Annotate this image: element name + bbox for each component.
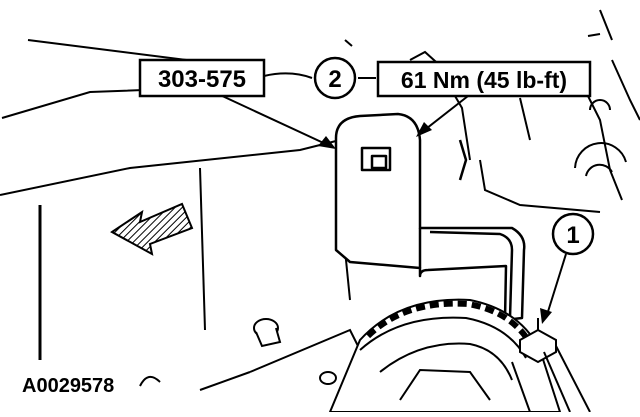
cam-bolt-icon xyxy=(511,318,591,413)
direction-arrow-icon xyxy=(110,202,194,256)
torque-spec-label: 61 Nm (45 lb-ft) xyxy=(401,67,567,93)
engine-pulley-outline xyxy=(574,99,627,177)
figure-id: A0029578 xyxy=(22,375,114,397)
tool-number-callout: 303-575 xyxy=(138,58,266,98)
small-hook-outline xyxy=(139,375,161,387)
tool-number-label: 303-575 xyxy=(158,66,246,93)
special-tool-bracket xyxy=(334,112,526,322)
callout-1-label: 1 xyxy=(566,222,579,249)
callout-2-label: 2 xyxy=(328,66,341,93)
torque-spec-callout: 61 Nm (45 lb-ft) xyxy=(376,60,592,98)
leader-lines xyxy=(217,72,567,319)
bolt-stub-icon xyxy=(199,318,361,391)
callout-1: 1 xyxy=(551,212,595,256)
cam-sprocket-chain xyxy=(319,298,562,413)
leader-arrowheads xyxy=(318,122,552,324)
callout-2: 2 xyxy=(313,56,357,100)
